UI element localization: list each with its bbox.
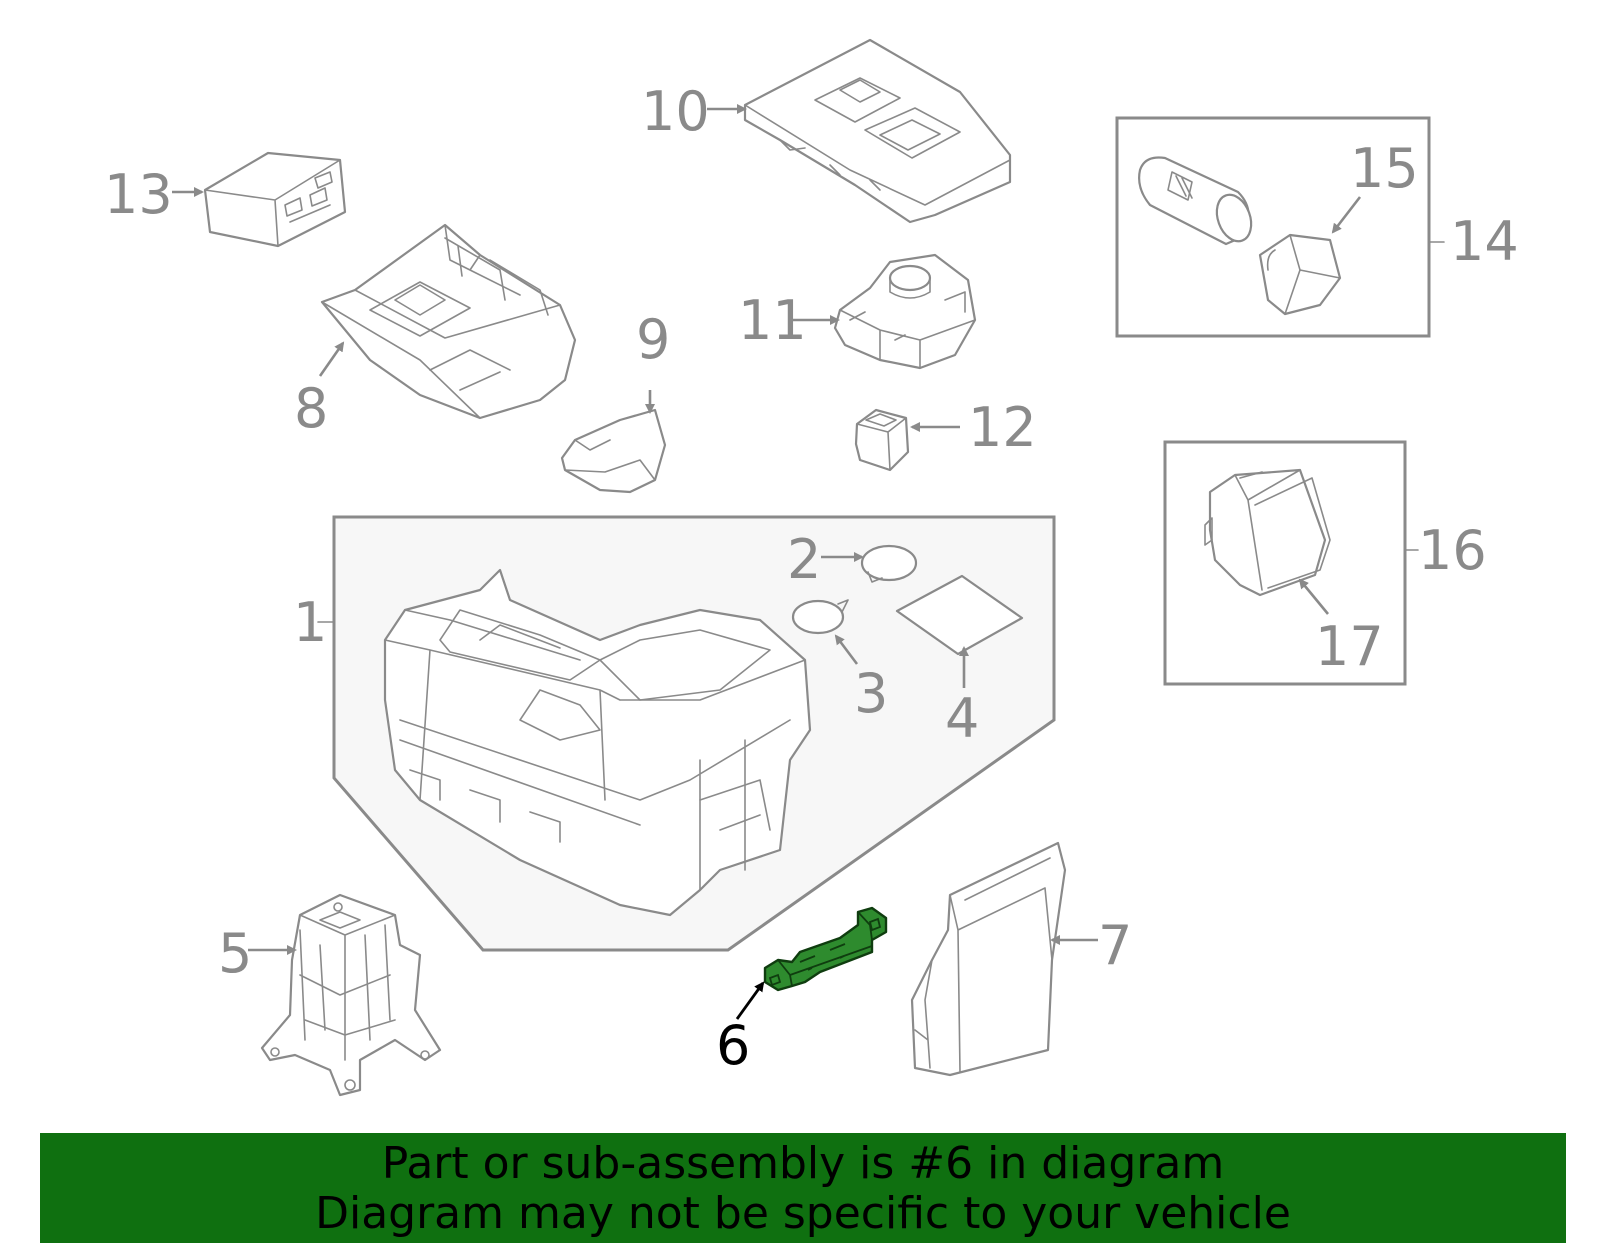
part-7-trim-panel: [910, 841, 1067, 1077]
part-13-switch-panel: [203, 151, 347, 248]
callout-7: 7: [1098, 914, 1132, 977]
banner-line-2: Diagram may not be specific to your vehi…: [315, 1188, 1291, 1239]
callout-10: 10: [641, 80, 710, 143]
callout-14: 14: [1450, 210, 1519, 273]
leader-lines: [172, 104, 1362, 1020]
callout-8: 8: [294, 377, 328, 440]
callout-13: 13: [104, 163, 173, 226]
part-14-socket-assembly: [1115, 116, 1445, 338]
callout-3: 3: [854, 662, 888, 725]
banner-line-1: Part or sub-assembly is #6 in diagram: [381, 1138, 1225, 1189]
part-8-console-bracket: [320, 223, 577, 420]
callout-12: 12: [968, 396, 1037, 459]
part-12-switch: [854, 408, 910, 472]
callout-5: 5: [218, 922, 252, 985]
callout-17: 17: [1315, 615, 1384, 678]
callout-16: 16: [1418, 519, 1487, 582]
callout-11: 11: [738, 289, 807, 352]
callout-6: 6: [716, 1014, 750, 1077]
callout-2: 2: [787, 528, 821, 591]
part-1-console-assembly: [317, 515, 1056, 952]
callout-9: 9: [636, 308, 670, 371]
part-9-trim-piece: [560, 408, 667, 494]
callout-15: 15: [1350, 137, 1419, 200]
part-16-usb-module: [1163, 440, 1419, 686]
part-11-control-module: [833, 253, 977, 370]
part-6-bracket-highlighted: [763, 906, 888, 992]
callout-1: 1: [293, 591, 327, 654]
callout-labels: 1 2 3 4 5 6 7 8 9 10 11 12 13 14 15 16 1…: [104, 80, 1519, 1077]
callout-4: 4: [945, 687, 979, 750]
part-5-support-bracket: [260, 893, 442, 1097]
part-10-console-trim: [743, 38, 1012, 224]
part-notice-banner: Part or sub-assembly is #6 in diagram Di…: [40, 1133, 1566, 1243]
